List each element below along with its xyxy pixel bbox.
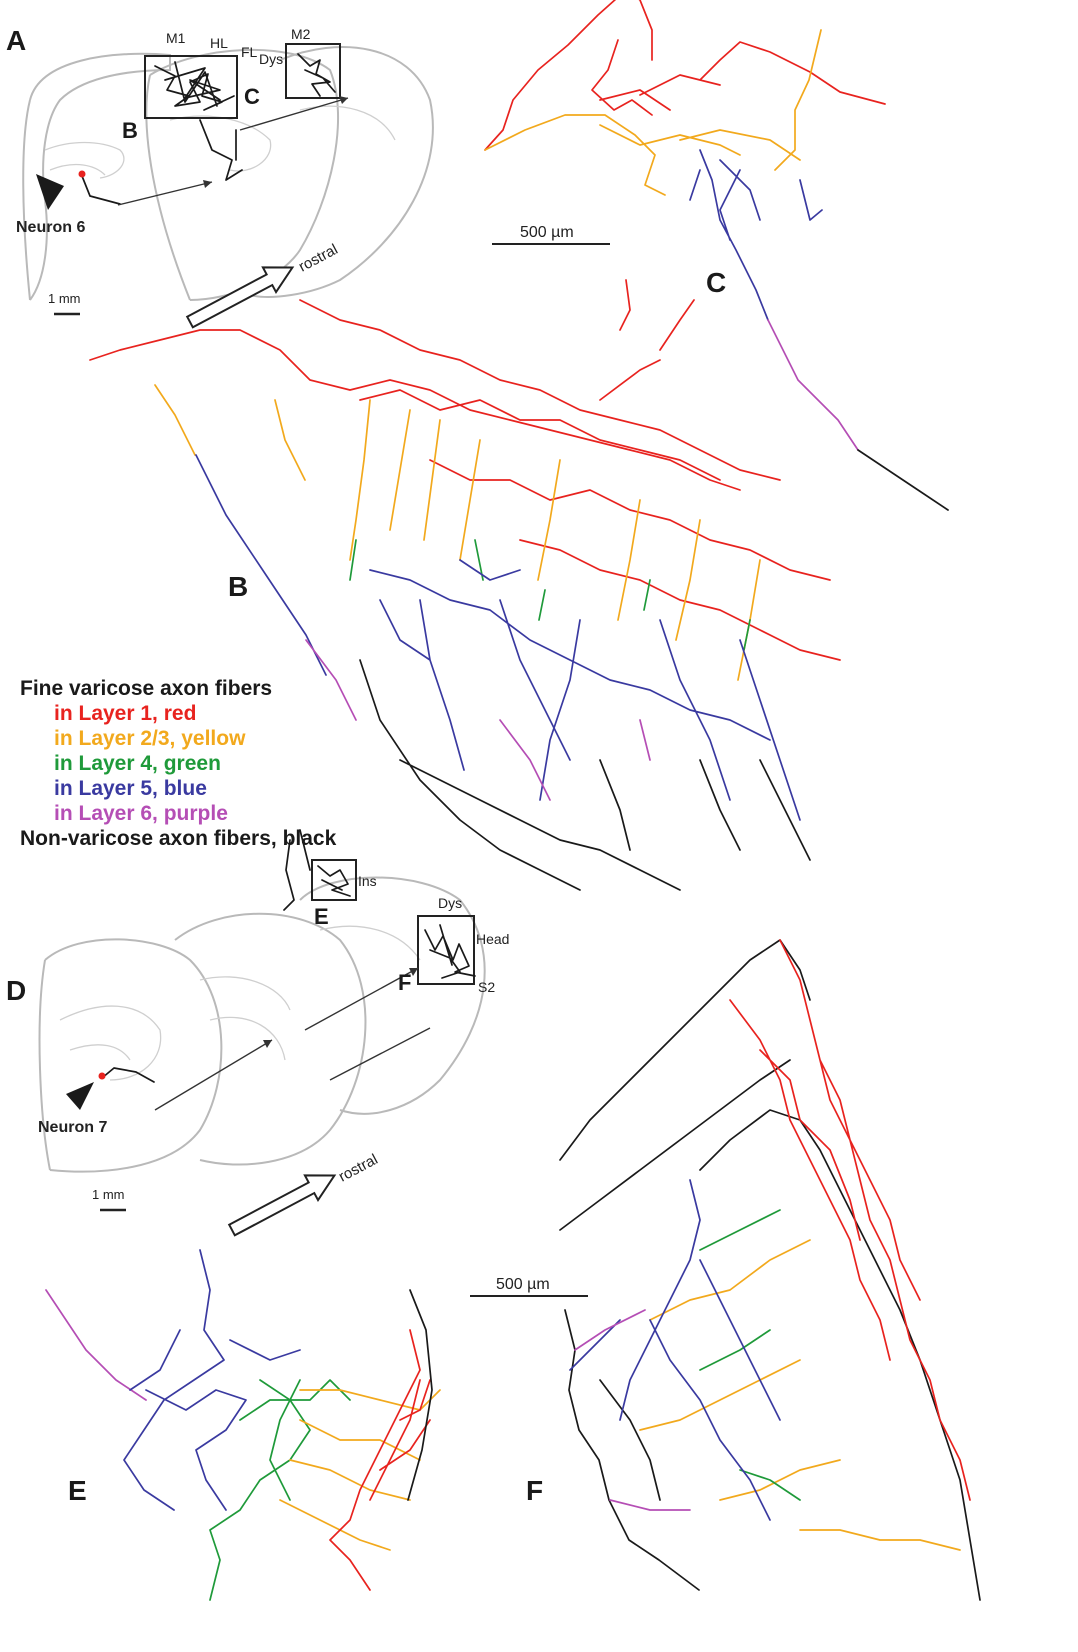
inset-label-c: C [244, 84, 260, 109]
neuron-7-pointer-icon [66, 1082, 94, 1110]
region-label-s2: S2 [478, 979, 495, 995]
panel-e-axon-traces [46, 1250, 440, 1600]
panel-label-e: E [68, 1475, 87, 1506]
region-label-head: Head [476, 931, 509, 947]
region-label-m1: M1 [166, 30, 186, 46]
inset-box-c [286, 44, 340, 98]
region-label-m2: M2 [291, 26, 311, 42]
inset-label-e: E [314, 904, 329, 929]
region-label-hl: HL [210, 35, 228, 51]
panel-f-axon-traces [560, 940, 980, 1600]
legend-title: Fine varicose axon fibers [20, 677, 272, 700]
scale-label-ef: 500 µm [496, 1276, 550, 1293]
region-label-ins: Ins [358, 873, 377, 889]
neuron-6-pointer-icon [36, 174, 64, 210]
neuron-7-label: Neuron 7 [38, 1119, 107, 1136]
neuron-6-soma [79, 171, 86, 178]
rostral-label-d: rostral [336, 1151, 381, 1186]
region-label-dys: Dys [259, 51, 283, 67]
legend-item-layer-2-3: in Layer 2/3, yellow [54, 727, 246, 750]
scale-label-c: 500 µm [520, 224, 574, 241]
panel-label-d: D [6, 975, 26, 1006]
panel-c-axon-traces [485, 0, 948, 510]
panel-label-a: A [6, 25, 26, 56]
region-label-fl: FL [241, 44, 258, 60]
legend: Fine varicose axon fibers in Layer 1, re… [20, 677, 337, 850]
scale-label-d: 1 mm [92, 1187, 125, 1202]
legend-item-layer-5: in Layer 5, blue [54, 777, 207, 800]
panel-label-c: C [706, 267, 726, 298]
panel-label-f: F [526, 1475, 543, 1506]
panel-a-projection-arrows [118, 96, 348, 205]
legend-item-layer-6: in Layer 6, purple [54, 802, 228, 825]
panel-d-projection-arrows [155, 968, 430, 1110]
inset-label-f: F [398, 970, 411, 995]
neuron-6-label: Neuron 6 [16, 219, 85, 236]
inset-box-b [145, 56, 237, 118]
panel-label-b: B [228, 571, 248, 602]
inset-label-b: B [122, 118, 138, 143]
neuron-7-soma [99, 1073, 106, 1080]
legend-item-layer-4: in Layer 4, green [54, 752, 221, 775]
scale-label-a: 1 mm [48, 291, 81, 306]
rostral-arrow-icon-d [225, 1163, 341, 1242]
region-label-dys-d: Dys [438, 895, 462, 911]
legend-item-layer-1: in Layer 1, red [54, 702, 196, 725]
rostral-arrow-icon [183, 255, 299, 334]
